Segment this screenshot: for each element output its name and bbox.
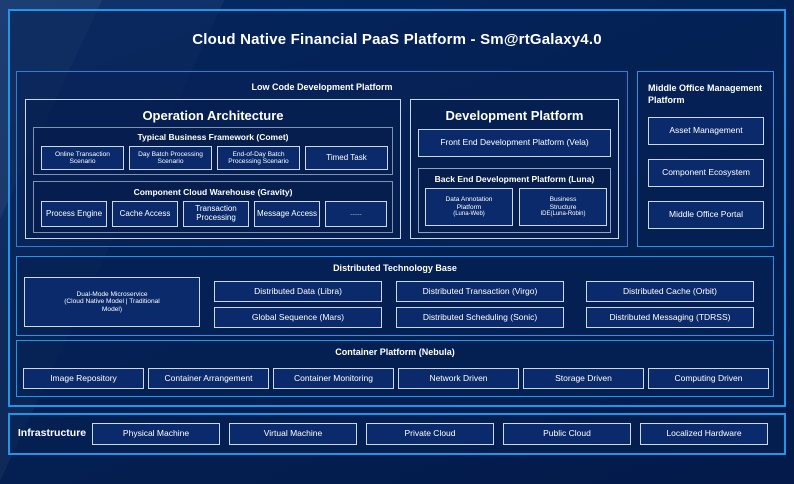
chip-distributed-transaction[interactable]: Distributed Transaction (Virgo) — [396, 281, 564, 302]
chip-computing-driven[interactable]: Computing Driven — [648, 368, 769, 389]
chip-end-of-day-batch-processing-scenario[interactable]: End-of-Day Batch Processing Scenario — [217, 146, 300, 170]
chip-distributed-scheduling[interactable]: Distributed Scheduling (Sonic) — [396, 307, 564, 328]
chip-business-structure-ide[interactable]: Business Structure IDE(Luna-Robin) — [519, 188, 607, 226]
chip-distributed-cache[interactable]: Distributed Cache (Orbit) — [586, 281, 754, 302]
chip-line-3: (Luna-Web) — [453, 211, 485, 218]
chip-localized-hardware[interactable]: Localized Hardware — [640, 423, 768, 445]
low-code-platform-title: Low Code Development Platform — [251, 82, 393, 92]
chip-line-3: Model) — [101, 305, 123, 313]
chip-more-ellipsis[interactable]: ...... — [325, 201, 387, 227]
chip-distributed-messaging[interactable]: Distributed Messaging (TDRSS) — [586, 307, 754, 328]
chip-cache-access[interactable]: Cache Access — [112, 201, 178, 227]
operation-architecture-title: Operation Architecture — [142, 108, 284, 123]
chip-line-2: (Cloud Native Model | Traditional — [64, 298, 160, 306]
chip-front-end-development-platform[interactable]: Front End Development Platform (Vela) — [418, 129, 611, 157]
page-title: Cloud Native Financial PaaS Platform - S… — [192, 31, 602, 48]
development-platform-title: Development Platform — [445, 108, 584, 123]
chip-line-2: Structure — [549, 203, 577, 211]
infrastructure-label: Infrastructure — [17, 427, 87, 439]
chip-line-2: Platform — [456, 203, 482, 211]
typical-business-framework-title: Typical Business Framework (Comet) — [137, 132, 289, 142]
back-end-development-platform-title: Back End Development Platform (Luna) — [434, 174, 595, 184]
chip-container-monitoring[interactable]: Container Monitoring — [273, 368, 394, 389]
chip-global-sequence[interactable]: Global Sequence (Mars) — [214, 307, 382, 328]
chip-timed-task[interactable]: Timed Task — [305, 146, 388, 170]
chip-process-engine[interactable]: Process Engine — [41, 201, 107, 227]
container-platform-title: Container Platform (Nebula) — [335, 347, 455, 357]
chip-storage-driven[interactable]: Storage Driven — [523, 368, 644, 389]
chip-image-repository[interactable]: Image Repository — [23, 368, 144, 389]
chip-data-annotation-platform[interactable]: Data Annotation Platform (Luna-Web) — [425, 188, 513, 226]
chip-line-1: Dual-Mode Microservice — [76, 290, 148, 298]
chip-day-batch-processing-scenario[interactable]: Day Batch Processing Scenario — [129, 146, 212, 170]
chip-public-cloud[interactable]: Public Cloud — [503, 423, 631, 445]
chip-transaction-processing[interactable]: Transaction Processing — [183, 201, 249, 227]
chip-physical-machine[interactable]: Physical Machine — [92, 423, 220, 445]
chip-line-1: Data Annotation — [445, 196, 493, 204]
chip-network-driven[interactable]: Network Driven — [398, 368, 519, 389]
chip-message-access[interactable]: Message Access — [254, 201, 320, 227]
chip-component-ecosystem[interactable]: Component Ecosystem — [648, 159, 764, 187]
chip-dual-mode-microservice[interactable]: Dual-Mode Microservice (Cloud Native Mod… — [24, 277, 200, 327]
middle-office-platform-title: Middle Office Management Platform — [648, 83, 763, 106]
chip-line-1: Business — [549, 196, 577, 204]
chip-private-cloud[interactable]: Private Cloud — [366, 423, 494, 445]
chip-container-arrangement[interactable]: Container Arrangement — [148, 368, 269, 389]
chip-asset-management[interactable]: Asset Management — [648, 117, 764, 145]
chip-virtual-machine[interactable]: Virtual Machine — [229, 423, 357, 445]
chip-online-transaction-scenario[interactable]: Online Transaction Scenario — [41, 146, 124, 170]
chip-distributed-data[interactable]: Distributed Data (Libra) — [214, 281, 382, 302]
component-cloud-warehouse-title: Component Cloud Warehouse (Gravity) — [133, 187, 293, 197]
chip-line-3: IDE(Luna-Robin) — [540, 211, 586, 218]
distributed-technology-base-title: Distributed Technology Base — [333, 263, 457, 273]
chip-middle-office-portal[interactable]: Middle Office Portal — [648, 201, 764, 229]
